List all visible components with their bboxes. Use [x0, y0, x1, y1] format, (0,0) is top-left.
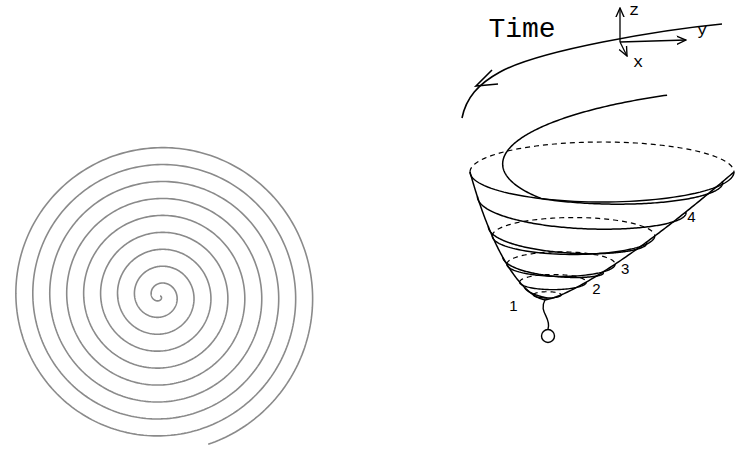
callout-number: 2 — [592, 281, 600, 296]
axis-title: Time — [488, 16, 555, 44]
axis-letter: z — [629, 2, 639, 19]
axis-letter: y — [697, 22, 707, 39]
axis-letter: x — [633, 54, 643, 71]
helix-line — [503, 257, 603, 277]
ring-back — [533, 292, 561, 295]
flat-spiral — [16, 148, 313, 445]
ring-front — [520, 282, 587, 290]
ball — [542, 330, 555, 343]
z-axis — [619, 8, 620, 42]
y-axis — [620, 40, 686, 42]
axes — [462, 8, 722, 118]
callout-number: 3 — [621, 261, 629, 276]
tail-line — [543, 300, 549, 329]
helix-line — [477, 197, 686, 230]
ring-back — [470, 142, 734, 172]
x-axis — [620, 42, 627, 56]
helix-line — [503, 95, 723, 204]
helix-line — [488, 227, 646, 254]
time-arrowhead — [476, 70, 498, 86]
cone-outline — [470, 172, 545, 300]
spiral-line — [16, 148, 313, 445]
callout-number: 4 — [687, 208, 695, 223]
callout-number: 1 — [509, 297, 517, 312]
helix-line — [524, 287, 547, 298]
paraboloid-cone — [470, 95, 734, 342]
